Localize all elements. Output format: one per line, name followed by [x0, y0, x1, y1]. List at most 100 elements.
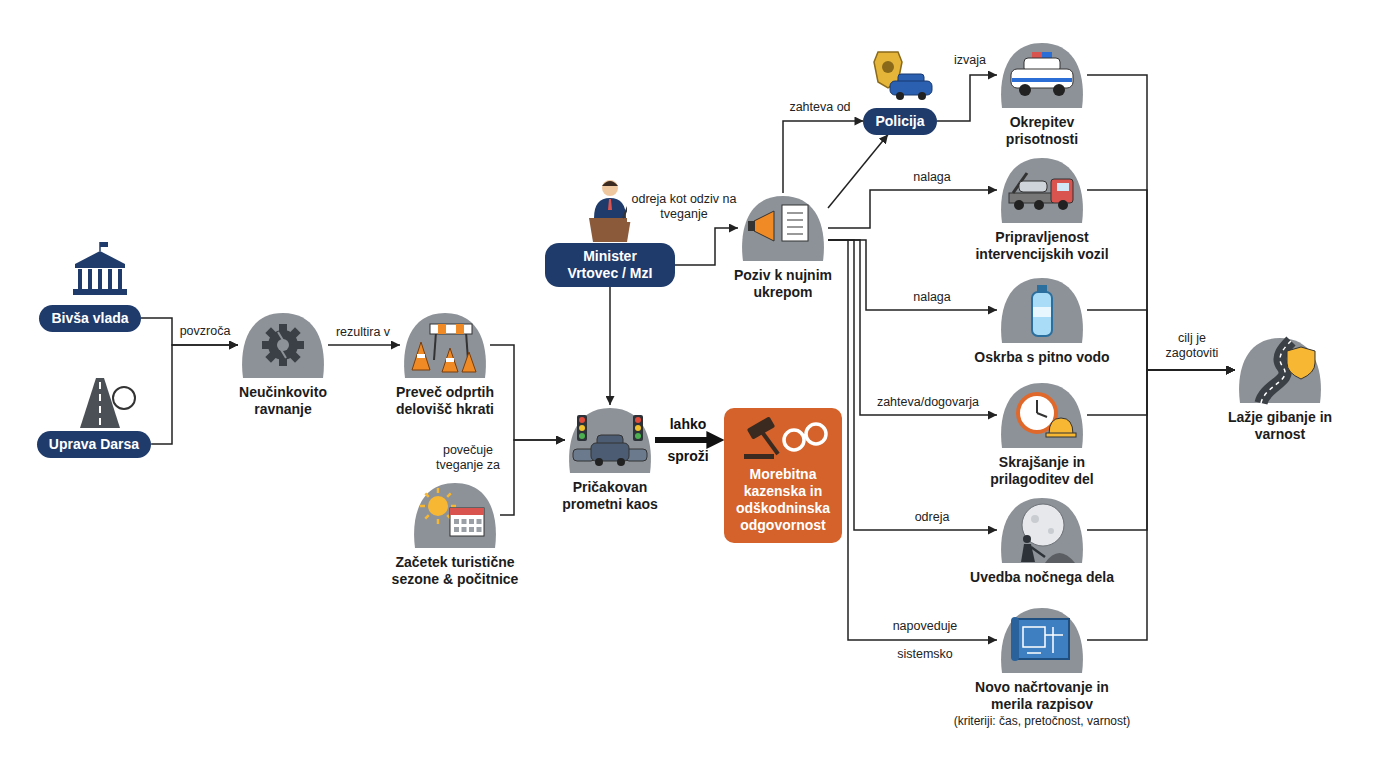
connector — [328, 344, 400, 346]
moon-crater — [1031, 515, 1039, 523]
clock-hand — [1036, 400, 1038, 413]
edge-label: lahko sproži — [659, 408, 717, 472]
actor-pill: Minister Vrtovec / MzI — [545, 243, 675, 287]
cab-window — [1057, 183, 1069, 191]
roadworks-icon — [412, 324, 476, 372]
blob-shape — [1001, 278, 1083, 343]
bottle-label — [1033, 307, 1051, 317]
edge-label: povečuje tveganje za — [426, 443, 510, 473]
season-icon — [420, 488, 484, 536]
connector — [828, 190, 997, 228]
blueprint-roll — [1011, 617, 1019, 661]
shovel — [1031, 547, 1045, 557]
liability-box: Morebitna kazenska in odškodninska odgov… — [724, 408, 842, 543]
connector — [1087, 75, 1235, 370]
goal-node: Lažje gibanje in varnost — [1235, 335, 1325, 405]
node-caption: Preveč odprtih delovišč hkrati — [370, 384, 520, 418]
gavel-handle — [762, 432, 778, 454]
cone — [442, 348, 458, 372]
column — [118, 269, 122, 289]
edge-label: napoveduje sistemsko — [881, 612, 969, 668]
node-label: Pripravljenost intervencijskih vozil — [962, 229, 1122, 263]
car-body — [1011, 69, 1073, 88]
lane-dash — [99, 382, 101, 389]
cause-node: Neučinkovito ravnanje — [238, 310, 328, 380]
node-note: (kriteriji: čas, pretočnost, varnost) — [954, 714, 1131, 729]
risk-node: Pričakovan prometni kaos — [565, 405, 655, 475]
cone-band — [446, 358, 454, 362]
sun-ray — [420, 505, 425, 508]
tie — [608, 199, 612, 210]
connector — [151, 345, 238, 444]
water-icon — [1032, 285, 1052, 336]
barrier-leg — [434, 332, 436, 360]
entablature — [75, 264, 125, 268]
node-label: Okrepitev prisotnosti — [982, 114, 1102, 148]
body — [594, 198, 626, 218]
light-red — [579, 417, 585, 423]
column — [108, 269, 112, 289]
node-label: Pričakovan prometni kaos — [545, 479, 675, 513]
edge-label: nalaga — [911, 290, 953, 305]
calendar-day — [454, 527, 459, 532]
icon-blob — [997, 605, 1087, 675]
calendar-day — [469, 519, 474, 524]
lane-dash — [99, 394, 101, 401]
connector — [937, 75, 997, 121]
icon-blob — [238, 310, 328, 380]
blob-shape — [1001, 158, 1083, 223]
sun-ray — [451, 505, 456, 508]
badge-star — [882, 61, 894, 73]
police-icon — [874, 52, 932, 100]
edge-label: odreja — [913, 510, 952, 525]
lane-dash — [99, 406, 101, 413]
light-yellow — [635, 425, 641, 431]
calendar-day — [477, 527, 482, 532]
connector — [1087, 370, 1235, 415]
siren-red — [1032, 52, 1042, 58]
sun-ray — [437, 488, 440, 493]
handcuff-chain — [803, 435, 807, 436]
node-caption: Pripravljenost intervencijskih vozil — [962, 229, 1122, 263]
node-label: Poziv k nujnim ukrepom — [718, 267, 848, 301]
measure-node: Uvedba nočnega dela — [997, 495, 1087, 565]
cause-node: Preveč odprtih delovišč hkrati — [400, 310, 490, 380]
document — [782, 205, 808, 241]
node-label: Novo načrtovanje in merila razpisov — [967, 679, 1117, 713]
icon-blob — [410, 480, 500, 550]
connector — [1087, 190, 1235, 370]
edge-label: odreja kot odziv na tveganje — [627, 192, 741, 222]
edge-label: zahteva od — [787, 100, 852, 115]
traffic-icon — [573, 415, 647, 466]
icon-blob — [400, 310, 490, 380]
node-label: Minister Vrtovec / MzI — [557, 248, 663, 282]
edge-label: nalaga — [911, 170, 953, 185]
building-base — [73, 289, 127, 295]
calendar-day — [469, 527, 474, 532]
icon-blob — [1235, 335, 1325, 405]
connector — [1087, 370, 1235, 640]
document-line — [787, 212, 803, 214]
blob-shape — [1001, 498, 1083, 563]
worker-head — [1023, 535, 1031, 543]
node-caption: Okrepitev prisotnosti — [982, 114, 1102, 148]
connectors — [141, 75, 1235, 640]
actor-pill: Uprava Darsa — [37, 431, 151, 458]
gear-icon — [262, 324, 304, 366]
wheel — [1014, 200, 1024, 210]
wheel — [595, 458, 603, 466]
light-green — [635, 433, 641, 439]
wheel — [896, 92, 904, 100]
wheel — [1034, 200, 1044, 210]
blob-shape — [1239, 338, 1321, 403]
liability-icon — [738, 412, 828, 462]
blob-shape — [242, 313, 324, 378]
calendar-day — [462, 527, 467, 532]
dars-logo — [113, 387, 135, 409]
bottle — [1032, 292, 1052, 336]
gravel-pile — [1045, 553, 1075, 563]
connector — [655, 437, 710, 443]
wheel — [1053, 84, 1065, 96]
node-caption: Skrajšanje in prilagoditev del — [972, 454, 1112, 488]
